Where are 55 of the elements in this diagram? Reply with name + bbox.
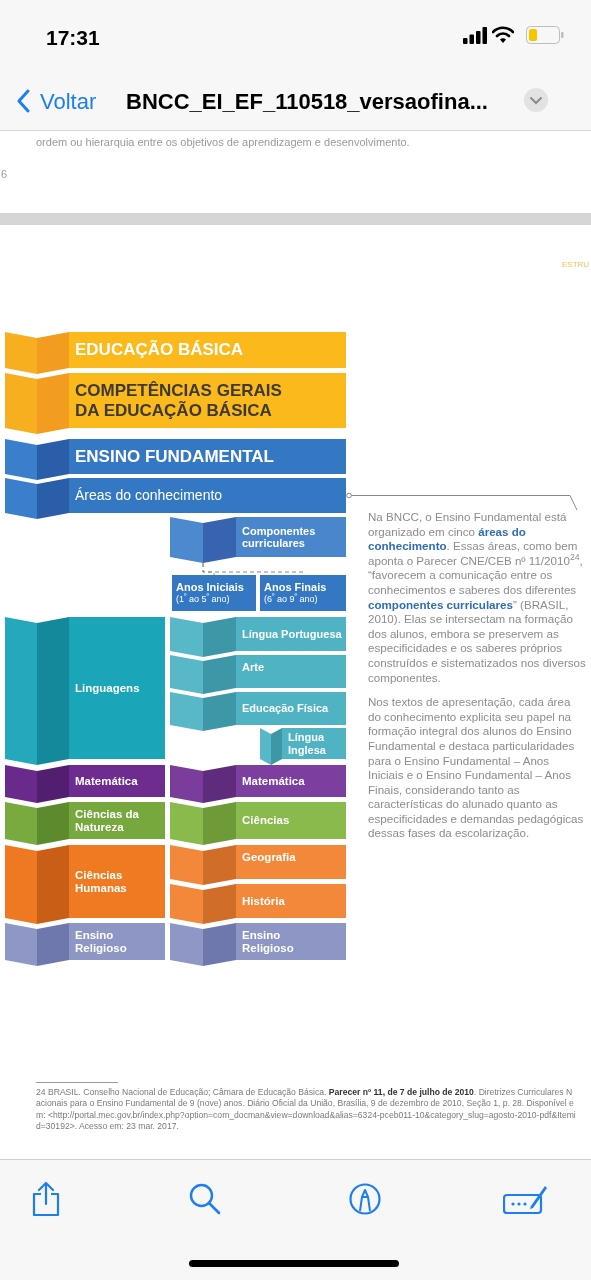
box-label: EDUCAÇÃO BÁSICA bbox=[75, 340, 245, 360]
ribbon-box bbox=[5, 478, 346, 519]
box-label: COMPETÊNCIAS GERAIS DA EDUCAÇÃO BÁSICA bbox=[75, 381, 283, 420]
status-time: 17:31 bbox=[46, 25, 100, 51]
year-box bbox=[260, 575, 346, 611]
box-label: Língua Inglesa bbox=[288, 731, 327, 756]
box-label: ENSINO FUNDAMENTAL bbox=[75, 447, 275, 466]
box-label: Áreas do conhecimento bbox=[75, 487, 224, 504]
box-label: História bbox=[242, 894, 286, 908]
ribbon-box bbox=[5, 845, 165, 924]
box-label: Ensino Religioso bbox=[75, 928, 128, 955]
ribbon-box bbox=[5, 617, 165, 765]
dashed-connector bbox=[202, 562, 304, 576]
ribbon-box bbox=[5, 765, 165, 803]
box-label: Matemática bbox=[75, 774, 139, 788]
box-label: Educação Física bbox=[242, 702, 330, 715]
box-label: Matemática bbox=[242, 774, 306, 788]
year-range: (1$^{º}$ ao 5$^{º}$ ano) bbox=[176, 593, 231, 605]
ribbon-box bbox=[170, 923, 346, 966]
box-label: Arte bbox=[242, 661, 265, 674]
body-paragraph: Na BNCC, o Ensino Fundamental está organizado em cinco áreas do conhecimento. Essas áreas, como bem aponta o Parecer CNE/CEB nº 11/2010$^{24}$, “favorecem a comunicação entre os conhecimentos e saberes dos diferentes componentes curriculares” (BRASIL, 2010). Elas se intersectam na formação dos alunos, embora se preservem as especificidades e os saberes próprios construídos e sistematizados nos diversos componentes. bbox=[368, 510, 586, 686]
ribbon-box bbox=[5, 802, 165, 845]
page-number: 6 bbox=[1, 167, 8, 182]
body-paragraph: Nos textos de apresentação, cada área do conhecimento explicita seu papel na formação integral dos alunos do Ensino Fundamental e destaca particularidades para o Ensino Fundamental – Anos Iniciais e o Ensino Fundamental – Anos Finais, considerando tanto as características do alunado quanto as especificidades e demandas pedagógicas dessas fases da escolarização. bbox=[368, 695, 585, 842]
footnote: 24 BRASIL. Conselho Nacional de Educação; Câmara de Educação Básica. Parecer nº 11, de 7 de julho de 2010. Diretrizes Curriculares Nacionais para o Ensino Fundamental de 9 (nove) anos. Diário Oficial da União, Brasília, 9 de dezembro de 2010, Seção 1, p. 28. Disponível em: <http://portal.mec.gov.br/index.php?option=com_docman&view=download&alias=6324-pceb011-10&category_slug=agosto-2010-pdf&Itemid=30192>. Acesso em: 23 mar. 2017. bbox=[36, 1087, 576, 1133]
ribbon-box bbox=[5, 439, 346, 480]
box-label: Anos Finais bbox=[264, 581, 328, 594]
ribbon-box bbox=[170, 845, 346, 885]
ribbon-box bbox=[170, 617, 346, 657]
leader-line bbox=[346, 492, 578, 511]
year-range: (6$^{º}$ ao 9$^{º}$ ano) bbox=[264, 593, 319, 605]
box-label: Anos Iniciais bbox=[176, 581, 245, 594]
box-label: Ciências da Natureza bbox=[75, 807, 140, 834]
box-label: Ciências bbox=[242, 814, 291, 827]
page-text: ordem ou hierarquia entre os objetivos de aprendizagem e desenvolvimento. bbox=[36, 135, 410, 150]
section-header: ESTRU bbox=[562, 259, 590, 271]
ribbon-box bbox=[170, 765, 346, 803]
ribbon-box bbox=[170, 655, 346, 694]
back-button: Voltar bbox=[16, 84, 97, 118]
ribbon-box bbox=[170, 692, 346, 731]
box-label: Ciências Humanas bbox=[75, 868, 128, 895]
ribbon-box bbox=[170, 517, 346, 563]
box-label: Componentes curriculares bbox=[242, 524, 317, 550]
ribbon-box bbox=[5, 332, 346, 374]
ribbon-box bbox=[170, 802, 346, 845]
box-label: Ensino Religioso bbox=[242, 928, 295, 955]
ribbon-box bbox=[260, 728, 346, 765]
ribbon-box bbox=[170, 884, 346, 924]
year-box bbox=[172, 575, 256, 611]
ribbon-box bbox=[5, 373, 346, 434]
ribbon-box bbox=[5, 923, 165, 966]
document-title: BNCC_EI_EF_110518_versaofina... bbox=[126, 88, 488, 116]
box-label: Geografia bbox=[242, 851, 297, 864]
box-label: Linguagens bbox=[75, 681, 141, 695]
box-label: Língua Portuguesa bbox=[242, 627, 343, 641]
